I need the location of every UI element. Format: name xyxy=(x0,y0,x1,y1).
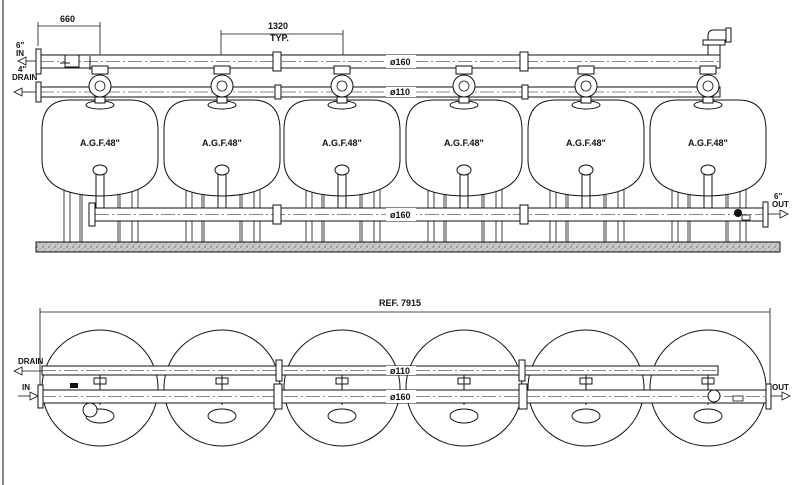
valve-top-icon xyxy=(577,65,595,75)
top-elbow xyxy=(702,27,732,55)
plan-drain-pipe: ø110 xyxy=(41,359,719,382)
plan-pipe-upper-label: ø110 xyxy=(390,366,410,376)
overall-dim-label: REF. 7915 xyxy=(379,298,421,308)
valve-body-icon xyxy=(452,74,476,98)
plan-view: REF. 7915 ø110 ø160 xyxy=(13,298,791,447)
drain-header-pipe: ø110 xyxy=(35,81,721,103)
outlet-header-pipe: ø160 xyxy=(88,201,769,228)
tank-elevation: A.G.F.48" xyxy=(41,65,159,242)
inlet-arrow-icon xyxy=(17,56,27,66)
floor-slab xyxy=(35,241,781,253)
valve-body-icon xyxy=(210,74,234,98)
dim-offset-label: 660 xyxy=(60,14,75,24)
top-header-pipe: ø160 xyxy=(35,48,721,75)
valve-body-icon xyxy=(88,74,112,98)
outlet-label: OUT xyxy=(772,200,789,209)
tank-label: A.G.F.48" xyxy=(566,138,606,148)
tank-plan xyxy=(41,329,159,447)
tank-plan xyxy=(163,329,281,447)
valve-top-icon xyxy=(699,65,717,75)
dim-spacing-label: 1320 xyxy=(268,21,288,31)
valve-body-icon xyxy=(574,74,598,98)
bottom-pipe-label: ø160 xyxy=(390,210,411,220)
drain-arrow-icon xyxy=(13,87,23,97)
plan-drain-label: DRAIN xyxy=(18,357,44,366)
plan-out-arrow-icon xyxy=(781,391,791,401)
tank-label: A.G.F.48" xyxy=(444,138,484,148)
plan-inlet-valve-icon xyxy=(82,402,98,418)
tanks-plan xyxy=(41,329,767,447)
top-pipe-label: ø160 xyxy=(390,57,411,67)
tank-plan xyxy=(283,329,401,447)
valve-top-icon xyxy=(213,65,231,75)
outlet-arrow-icon xyxy=(779,209,789,219)
outlet-valve-icon xyxy=(734,209,742,217)
tank-plan xyxy=(527,329,645,447)
plan-inlet-pipe: ø160 xyxy=(37,383,772,418)
inlet-label: IN xyxy=(16,49,24,58)
elevation-view: 660 1320 TYP. 6" IN 4" DRAIN ø160 xyxy=(12,14,789,253)
drain-size-label: 4" xyxy=(18,65,26,74)
plan-pipe-lower-label: ø160 xyxy=(390,392,411,402)
inlet-size-label: 6" xyxy=(16,41,24,50)
valve-body-icon xyxy=(696,74,720,98)
tank-label: A.G.F.48" xyxy=(202,138,242,148)
drain-label: DRAIN xyxy=(12,73,38,82)
tank-elevation: A.G.F.48" xyxy=(405,65,523,242)
plan-drain-arrow-icon xyxy=(13,366,23,376)
plan-out-label: OUT xyxy=(772,383,789,392)
plan-in-label: IN xyxy=(22,383,30,392)
plan-outlet-valve-icon xyxy=(707,389,721,403)
tank-plan xyxy=(405,329,523,447)
tank-plan xyxy=(649,329,767,447)
outlet-size-label: 6" xyxy=(774,192,782,201)
tank-label: A.G.F.48" xyxy=(688,138,728,148)
overall-dimension: REF. 7915 xyxy=(39,298,771,395)
dim-spacing-note: TYP. xyxy=(270,33,289,43)
valve-top-icon xyxy=(455,65,473,75)
plan-in-arrow-icon xyxy=(29,391,39,401)
mid-pipe-label: ø110 xyxy=(390,87,410,97)
inlet-valve-assembly xyxy=(60,54,91,70)
tank-label: A.G.F.48" xyxy=(322,138,362,148)
valve-top-icon xyxy=(91,65,109,75)
tank-elevation: A.G.F.48" xyxy=(649,65,767,242)
valve-body-icon xyxy=(330,74,354,98)
tank-elevation: A.G.F.48" xyxy=(163,65,281,242)
valve-top-icon xyxy=(333,65,351,75)
tank-label: A.G.F.48" xyxy=(80,138,120,148)
